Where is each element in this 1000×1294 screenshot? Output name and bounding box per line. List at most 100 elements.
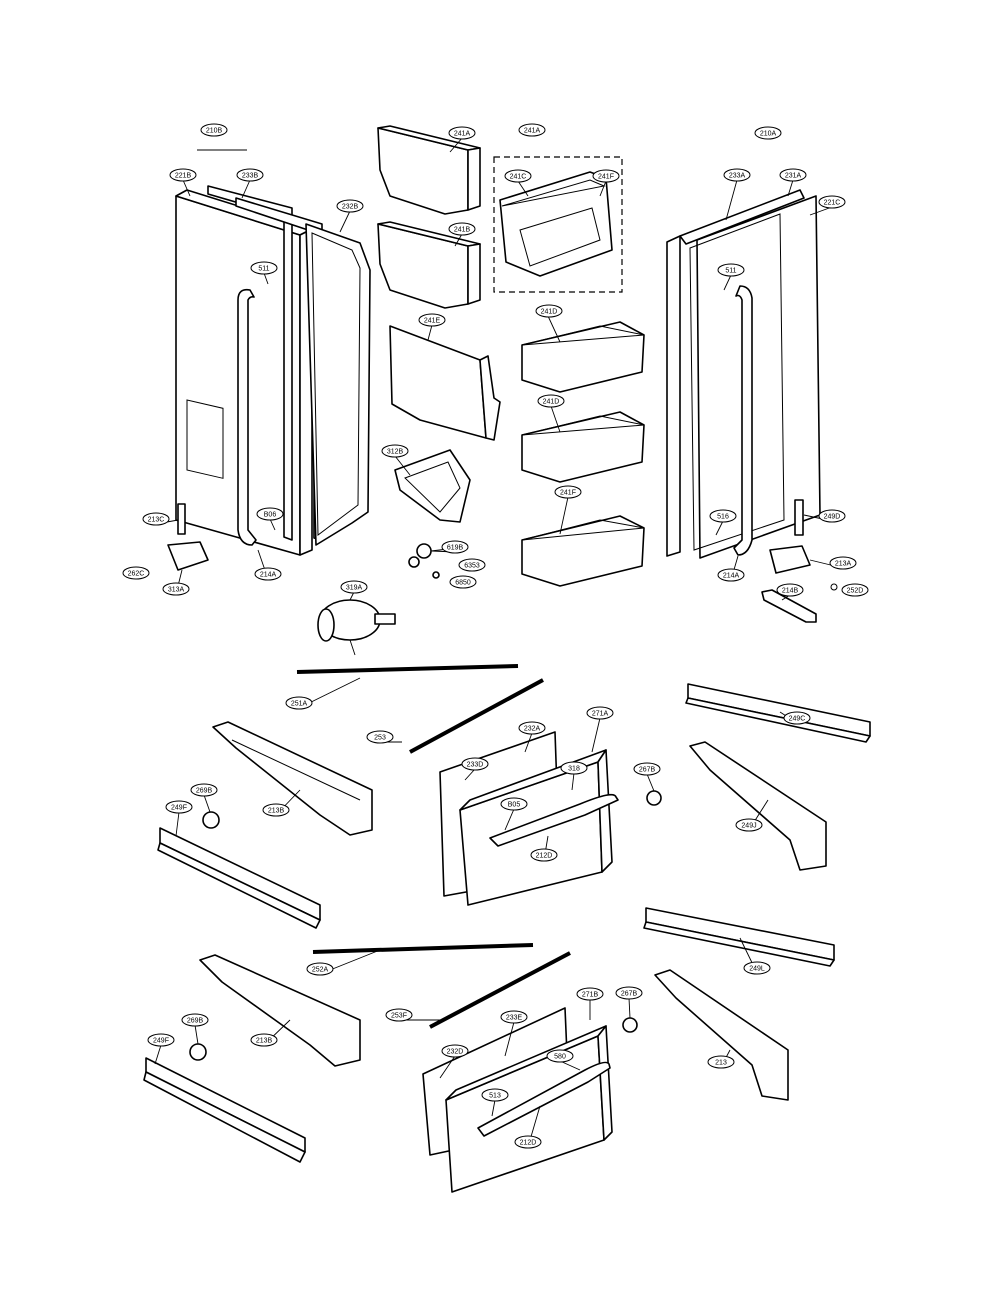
callout-text: 241A [454,131,471,138]
callout-oval [779,168,807,182]
callout-oval [448,222,476,236]
callout-249f-top: 249F [165,800,193,814]
callout-text: 312B [387,449,404,456]
callout-text: 213B [268,808,285,815]
callout-oval [162,582,190,596]
callout-oval [717,568,745,582]
callout-oval [262,803,290,817]
callout-oval [554,485,582,499]
upper-drawer [439,731,619,906]
callout-619b: 619B [441,540,469,554]
callout-oval [530,848,558,862]
callout-text: 213C [148,517,165,524]
callout-text: 214B [782,588,799,595]
callout-oval [200,123,228,137]
callout-text: 210B [206,128,223,135]
callout-text: 249L [749,966,765,973]
callout-text: 241E [424,318,441,325]
callout-213-right: 213 [707,1055,735,1069]
callout-oval [707,1055,735,1069]
callout-text: 221B [175,173,192,180]
callout-6850: 6850 [449,575,477,589]
callout-oval [165,800,193,814]
callout-oval [142,512,170,526]
callout-212d-bot: 212D [514,1135,542,1149]
callout-text: 241D [541,309,558,316]
callout-oval [449,575,477,589]
callout-text: 253 [374,735,386,742]
callout-text: 6850 [455,580,471,587]
gasket-rod-lower [312,943,571,1029]
callout-271b: 271B [576,987,604,1001]
shelf-bin-3 [521,515,645,587]
callout-oval [518,721,546,735]
callout-text: 214A [723,573,740,580]
door-bin-upper [377,125,481,215]
callout-210b: 210B [200,123,228,137]
callout-252d: 252D [841,583,869,597]
callout-241a-top: 241A [448,126,476,140]
callout-oval [147,1033,175,1047]
callout-511-left: 511 [250,261,278,275]
door-bin-middle [377,221,481,309]
callout-262c: 262C [122,566,150,580]
callout-text: 241D [543,399,560,406]
callout-241f: 241F [554,485,582,499]
callout-318: 318 [560,761,588,775]
callout-text: 233A [729,173,746,180]
callout-b05: B05 [500,797,528,811]
icemaker-valve [408,543,449,579]
callout-text: 318 [568,766,580,773]
gasket-rod-upper [296,664,544,754]
callout-text: 231A [785,173,802,180]
callout-oval [735,818,763,832]
callout-241a-frame: 241A [518,123,546,137]
callout-text: 210A [760,131,777,138]
callout-221b: 221B [169,168,197,182]
callout-text: 213 [715,1060,727,1067]
callout-text: 249J [741,823,756,830]
callout-oval [366,730,394,744]
roller-right-upper [646,790,662,806]
callout-213c: 213C [142,512,170,526]
callout-oval [481,1088,509,1102]
slide-rail-right-lower [643,907,835,967]
dispenser-part [394,449,471,523]
callout-oval [743,961,771,975]
callout-oval [254,567,282,581]
callout-oval [169,168,197,182]
callout-oval [514,1135,542,1149]
shelf-bin-2 [521,411,645,483]
callout-text: 241B [454,227,471,234]
callout-text: 241A [524,128,541,135]
callout-text: 580 [554,1054,566,1061]
callout-oval [535,304,563,318]
callout-oval [633,762,661,776]
rail-right-upper [689,741,827,871]
callout-213a: 213A [829,556,857,570]
callout-oval [448,126,476,140]
callout-text: 213B [256,1038,273,1045]
callout-6353: 6353 [458,558,486,572]
callout-249j: 249J [735,818,763,832]
callout-271a: 271A [586,706,614,720]
callout-oval [381,444,409,458]
callout-text: 511 [258,266,269,273]
callout-251a: 251A [285,696,313,710]
roller-left-upper [202,811,220,829]
callout-text: 232B [342,204,359,211]
callout-text: 516 [717,514,729,521]
slide-rail-right-upper [685,683,871,743]
callout-241d: 241D [535,304,563,318]
callout-text: 232A [524,726,541,733]
callout-oval [776,583,804,597]
callout-oval [504,169,532,183]
callout-oval [586,706,614,720]
callout-text: 214A [260,572,277,579]
shelf-bin-1 [521,321,645,393]
callout-241b: 241B [448,222,476,236]
callout-oval [546,1049,574,1063]
callout-214a-left: 214A [254,567,282,581]
callout-oval [385,1008,413,1022]
